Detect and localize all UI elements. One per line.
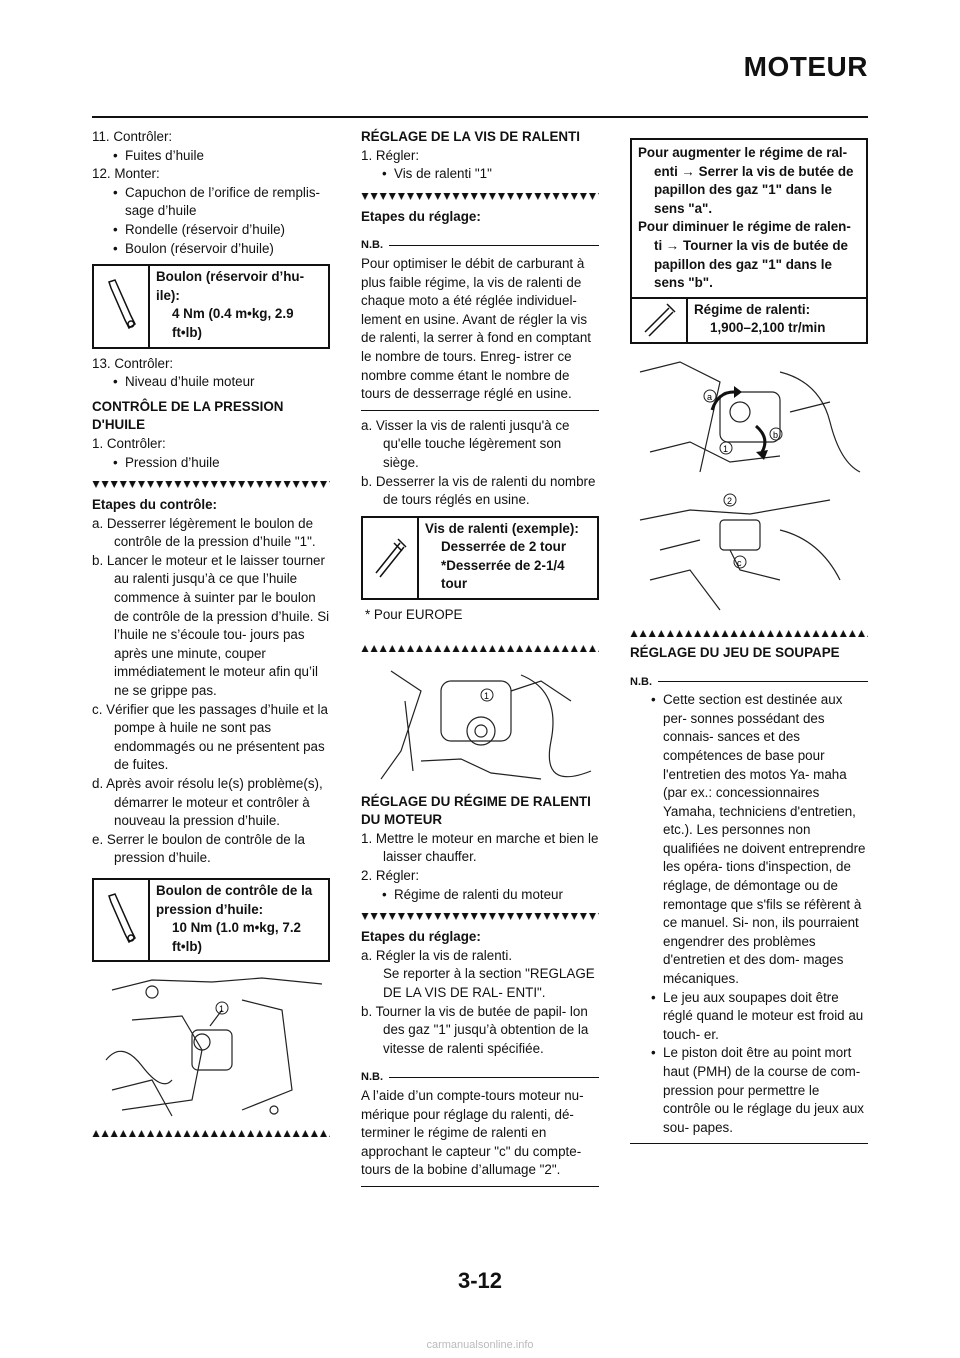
step-b: b. Desserrer la vis de ralenti du nombre…: [361, 473, 596, 508]
callout-label: 2: [727, 496, 732, 506]
column-2: RÉGLAGE DE LA VIS DE RALENTI 1. Régler: …: [361, 128, 599, 1187]
callout-label: 1: [484, 691, 489, 701]
triangle-up-divider: [92, 1128, 330, 1139]
step-11: 11. Contrôler:: [92, 129, 173, 144]
step-c: c. Vérifier que les passages d’huile et …: [92, 701, 328, 773]
step-d: d. Après avoir résolu le(s) problème(s),…: [92, 776, 323, 829]
note-label: N.B.: [361, 1071, 383, 1084]
section-heading: RÉGLAGE DU RÉGIME DE RALENTI DU MOTEUR: [361, 793, 591, 828]
step-b: b. Tourner la vis de butée de papil- lon…: [361, 1003, 589, 1056]
bullet: Boulon (réservoir d’huile): [92, 240, 330, 259]
oil-pressure-bolt-illustration: 1: [105, 977, 323, 1117]
idle-screw-illustration: 1: [380, 670, 592, 780]
bullet: Capuchon de l’orifice de remplis- sage d…: [92, 184, 330, 221]
column-1: 11. Contrôler: Fuites d’huile 12. Monter…: [92, 128, 330, 1144]
section-heading: RÉGLAGE DE LA VIS DE RALENTI: [361, 129, 580, 144]
step-e: e. Serrer le boulon de contrôle de la pr…: [92, 831, 305, 866]
callout-label: b: [773, 430, 778, 440]
section-heading: CONTRÔLE DE LA PRESSION D'HUILE: [92, 398, 284, 433]
bullet: Le jeu aux soupapes doit être réglé quan…: [630, 989, 868, 1045]
header-rule: [92, 116, 868, 118]
triangle-down-divider: [361, 191, 599, 202]
bullet: Vis de ralenti "1": [361, 165, 599, 184]
bullet: Rondelle (réservoir d’huile): [92, 221, 330, 240]
note-text: A l’aide d’un compte-tours moteur nu- mé…: [361, 1087, 584, 1178]
step-b: b. Lancer le moteur et le laisser tourne…: [92, 552, 330, 699]
step-13: 13. Contrôler:: [92, 355, 174, 371]
spec-value: 4 Nm (0.4 m•kg, 2.9 ft•lb): [172, 306, 294, 340]
step-12: 12. Monter:: [92, 166, 160, 182]
step-1: 1. Mettre le moteur en marche et bien le…: [361, 830, 599, 865]
spec-label: Boulon (réservoir d’hu- ile):: [156, 269, 305, 303]
callout-label: c: [737, 558, 742, 568]
step-a: a. Desserrer légèrement le boulon de con…: [92, 515, 316, 550]
steps-title: Etapes du réglage:: [361, 208, 481, 224]
triangle-down-divider: [361, 912, 599, 923]
section-heading: RÉGLAGE DU JEU DE SOUPAPE: [630, 644, 840, 660]
triangle-up-divider: [630, 627, 868, 638]
note-block: N.B. Cette section est destinée aux per-…: [630, 673, 868, 1145]
ignition-coil-tachometer-illustration: 2 c: [639, 493, 841, 611]
bullet: Cette section est destinée aux per- sonn…: [630, 691, 868, 989]
caliper-icon: [632, 298, 688, 342]
note-block: N.B. Pour optimiser le débit de carburan…: [361, 236, 599, 411]
spec-box: Vis de ralenti (exemple): Desserrée de 2…: [361, 515, 599, 601]
watermark[interactable]: carmanualsonline.info: [426, 1339, 534, 1351]
step-a: a. Visser la vis de ralenti jusqu'à ce q…: [361, 417, 570, 470]
callout-label: 1: [723, 444, 728, 454]
step-1: 1. Contrôler:: [92, 435, 166, 451]
note-label: N.B.: [630, 675, 652, 688]
triangle-up-divider: [361, 642, 599, 653]
decrease-instruction: Pour diminuer le régime de ralen- ti → T…: [638, 219, 851, 291]
bullet: Régime de ralenti du moteur: [361, 886, 599, 905]
spec-value: 1,900–2,100 tr/min: [710, 320, 826, 336]
footnote: * Pour EUROPE: [365, 607, 463, 623]
step-a-detail: Se reporter à la section "REGLAGE DE LA …: [383, 966, 595, 1000]
spec-value: Desserrée de 2 tour: [441, 539, 567, 555]
spec-label: Vis de ralenti (exemple):: [425, 520, 579, 536]
steps-title: Etapes du réglage:: [361, 929, 481, 945]
note-text: Pour optimiser le débit de carburant à p…: [361, 255, 592, 402]
spec-label: Boulon de contrôle de la pression d’huil…: [156, 882, 313, 917]
torque-wrench-icon: [94, 879, 150, 961]
increase-instruction: Pour augmenter le régime de ral- enti → …: [638, 145, 854, 216]
spec-value: *Desserrée de 2-1/4 tour: [441, 557, 565, 592]
step-2: 2. Régler:: [361, 868, 420, 884]
throttle-stop-screw-illustration: a b 1: [639, 361, 861, 473]
bullet: Niveau d’huile moteur: [92, 373, 330, 392]
torque-spec-box: Boulon de contrôle de la pression d’huil…: [92, 877, 330, 963]
section-title: MOTEUR: [743, 51, 868, 82]
step-1: 1. Régler:: [361, 147, 420, 163]
steps-title: Etapes du contrôle:: [92, 497, 217, 513]
spec-value: 10 Nm (1.0 m•kg, 7.2 ft•lb): [172, 920, 301, 954]
column-3: Pour augmenter le régime de ral- enti → …: [630, 138, 868, 1145]
caliper-icon: [363, 517, 419, 599]
bullet: Pression d’huile: [92, 454, 330, 473]
bullet: Le piston doit être au point mort haut (…: [630, 1044, 868, 1137]
spec-label: Régime de ralenti:: [694, 301, 811, 317]
triangle-down-divider: [92, 480, 330, 491]
callout-label: 1: [219, 1004, 224, 1014]
torque-wrench-icon: [94, 266, 150, 347]
torque-spec-box: Boulon (réservoir d’hu- ile): 4 Nm (0.4 …: [92, 264, 330, 349]
idle-speed-spec-box: Régime de ralenti: 1,900–2,100 tr/min: [630, 298, 868, 344]
bullet: Fuites d’huile: [92, 147, 330, 166]
note-label: N.B.: [361, 239, 383, 252]
page-header: MOTEUR: [0, 0, 960, 120]
adjustment-instruction-box: Pour augmenter le régime de ral- enti → …: [630, 138, 868, 299]
step-a: a. Régler la vis de ralenti.: [361, 947, 513, 963]
note-block: N.B. A l’aide d’un compte-tours moteur n…: [361, 1068, 599, 1187]
callout-label: a: [707, 392, 712, 402]
page-number: 3-12: [457, 1268, 503, 1293]
